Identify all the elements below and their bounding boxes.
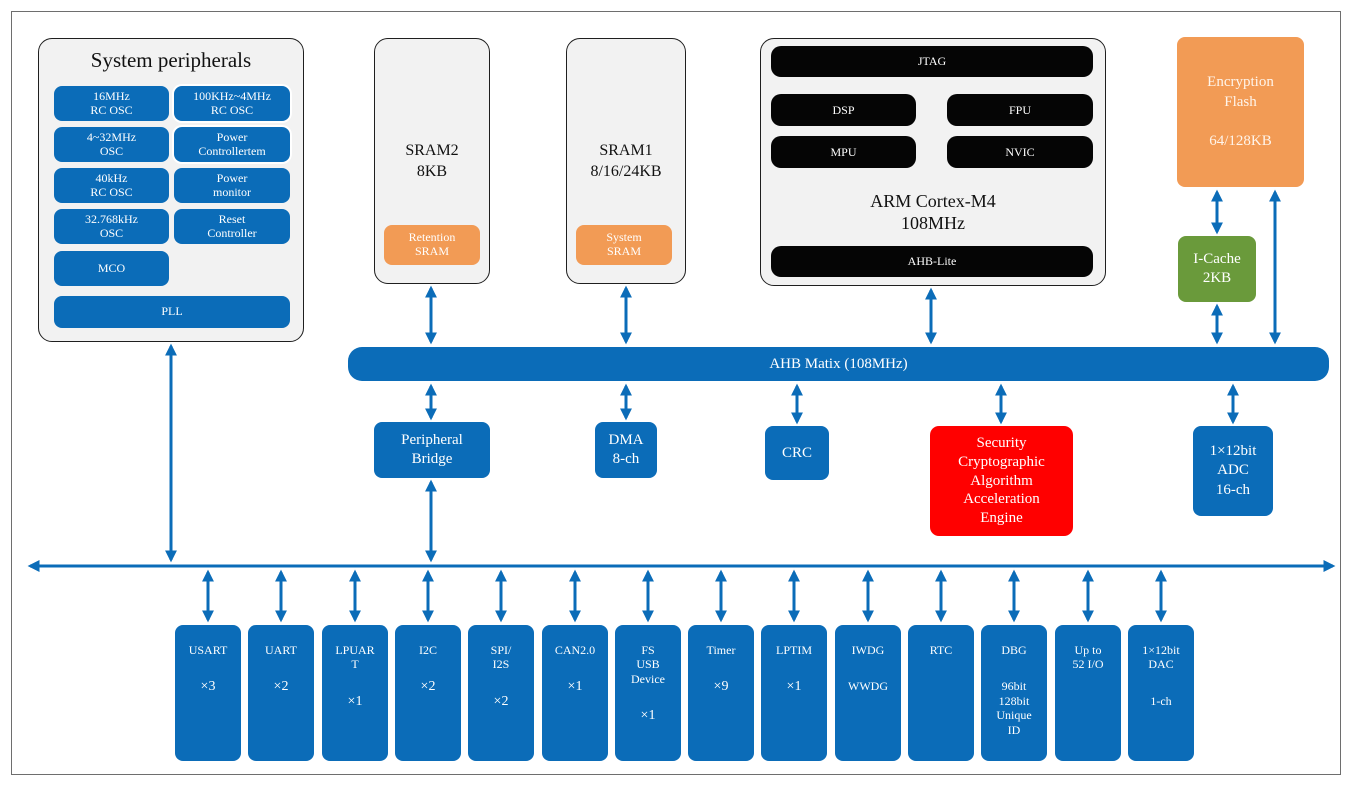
- peripheral-name: Timer: [706, 643, 736, 657]
- peripheral-can2-0: CAN2.0 ×1: [542, 625, 608, 761]
- peripheral-count: ×1: [567, 679, 583, 695]
- system-sram-block: System SRAM: [576, 225, 672, 265]
- peripheral-name: LPUAR T: [335, 643, 375, 672]
- peripheral-name: CAN2.0: [554, 643, 596, 657]
- reset-controller-block: Reset Controller: [174, 209, 290, 244]
- peripheral-rtc: RTC: [908, 625, 974, 761]
- peripheral-count: 96bit 128bit Unique ID: [996, 679, 1032, 737]
- peripheral-1-12bit-dac: 1×12bit DAC 1-ch: [1128, 625, 1194, 761]
- peripheral-count: ×9: [713, 679, 729, 695]
- peripheral-count: ×2: [273, 679, 289, 695]
- peripheral-count: WWDG: [848, 679, 888, 694]
- nvic-block: NVIC: [947, 136, 1093, 168]
- security-engine-block: Security Cryptographic Algorithm Acceler…: [930, 426, 1073, 536]
- system-peripherals-title: System peripherals: [90, 48, 252, 72]
- peripheral-lptim: LPTIM ×1: [761, 625, 827, 761]
- peripheral-spi-i2s: SPI/ I2S ×2: [468, 625, 534, 761]
- peripheral-iwdg: IWDG WWDG: [835, 625, 901, 761]
- cortex-m4-title: ARM Cortex-M4 108MHz: [870, 191, 996, 233]
- peripheral-up-to-52-i-o: Up to 52 I/O: [1055, 625, 1121, 761]
- power-controller-block: Power Controllertem: [174, 127, 290, 162]
- peripheral-name: RTC: [929, 643, 953, 657]
- peripheral-name: I2C: [419, 643, 437, 657]
- peripheral-name: Up to 52 I/O: [1072, 643, 1104, 672]
- peripheral-count: ×1: [640, 708, 656, 724]
- peripheral-fs-usb-device: FS USB Device ×1: [615, 625, 681, 761]
- osc-4-32mhz-block: 4~32MHz OSC: [54, 127, 169, 162]
- peripheral-i2c: I2C ×2: [395, 625, 461, 761]
- peripheral-name: 1×12bit DAC: [1142, 643, 1180, 672]
- pll-block: PLL: [54, 296, 290, 328]
- osc-100khz-block: 100KHz~4MHz RC OSC: [174, 86, 290, 121]
- peripheral-count: ×2: [493, 693, 509, 709]
- peripheral-count: ×3: [200, 679, 216, 695]
- ahb-matrix-bus: AHB Matix (108MHz): [348, 347, 1329, 381]
- peripheral-name: LPTIM: [776, 643, 812, 657]
- peripheral-name: FS USB Device: [631, 643, 665, 686]
- dsp-block: DSP: [771, 94, 916, 126]
- peripheral-lpuar-t: LPUAR T ×1: [322, 625, 388, 761]
- peripheral-uart: UART ×2: [248, 625, 314, 761]
- sram2-title: SRAM2 8KB: [405, 142, 459, 180]
- mpu-block: MPU: [771, 136, 916, 168]
- peripheral-count: 1-ch: [1150, 693, 1172, 708]
- peripheral-count: ×1: [347, 693, 363, 709]
- retention-sram-block: Retention SRAM: [384, 225, 480, 265]
- icache-block: I-Cache 2KB: [1178, 236, 1256, 302]
- fpu-block: FPU: [947, 94, 1093, 126]
- peripheral-name: SPI/ I2S: [490, 643, 512, 672]
- osc-32khz-block: 32.768kHz OSC: [54, 209, 169, 244]
- peripheral-name: USART: [188, 643, 228, 657]
- jtag-block: JTAG: [771, 46, 1093, 77]
- peripheral-timer: Timer ×9: [688, 625, 754, 761]
- ahb-lite-block: AHB-Lite: [771, 246, 1093, 277]
- dma-block: DMA 8-ch: [595, 422, 657, 478]
- osc-16mhz-block: 16MHz RC OSC: [54, 86, 169, 121]
- osc-40khz-block: 40kHz RC OSC: [54, 168, 169, 203]
- peripheral-name: IWDG: [851, 643, 885, 657]
- peripheral-count: ×2: [420, 679, 436, 695]
- mco-block: MCO: [54, 251, 169, 286]
- diagram-frame: [11, 11, 1341, 775]
- crc-block: CRC: [765, 426, 829, 480]
- sram1-title: SRAM1 8/16/24KB: [590, 142, 662, 180]
- peripheral-name: DBG: [1001, 643, 1027, 657]
- peripheral-dbg: DBG 96bit 128bit Unique ID: [981, 625, 1047, 761]
- peripheral-usart: USART ×3: [175, 625, 241, 761]
- adc-block: 1×12bit ADC 16-ch: [1193, 426, 1273, 516]
- power-monitor-block: Power monitor: [174, 168, 290, 203]
- peripheral-count: ×1: [786, 679, 802, 695]
- encryption-flash-block: Encryption Flash 64/128KB: [1177, 37, 1304, 187]
- peripheral-bridge-block: Peripheral Bridge: [374, 422, 490, 478]
- peripheral-name: UART: [265, 643, 297, 657]
